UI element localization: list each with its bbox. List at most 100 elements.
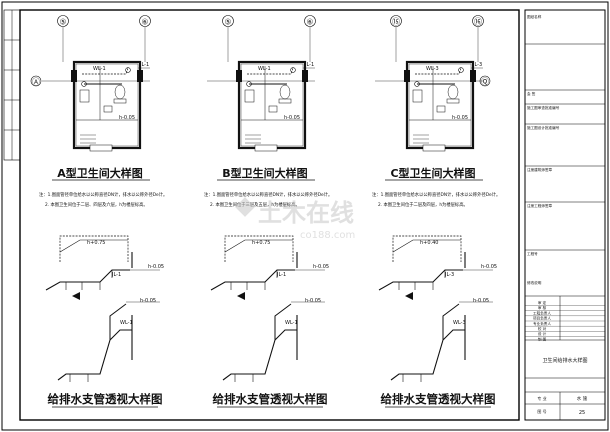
grid-bubble-left [390,15,402,27]
plan-level: h-0.05 [452,115,468,121]
note-line-1: 注：1.图面管径单位给水以公称直径DN计，排水以公称外径De计。 [204,191,332,198]
note-line-1: 注：1.图面管径单位给水以公称直径DN计，排水以公称外径De计。 [372,191,500,198]
drain-pipe-iso-lower [57,329,132,381]
tb-role: 校 对 [538,326,547,331]
riser-jl [290,67,296,73]
grid-label-left: ⑤ [59,18,66,27]
toilet-tank [278,98,292,104]
valve [405,292,413,300]
door-opening [89,144,113,152]
supply-pipe-iso [224,235,294,262]
tb-label-architect-seal: 注册建筑师签章 [527,167,553,172]
column [470,70,476,82]
column [404,70,410,82]
pipe-label-jl: JL-1 [304,62,314,68]
pipe-label-wl: WL-1 [93,66,106,72]
iso-level-mid: h-0.05 [313,264,329,270]
vent-pipe-iso [109,303,127,340]
riser-wl [81,81,87,87]
tb-label-countersign: 会 签 [527,91,536,96]
pipe-label-jl: JL-1 [139,62,149,68]
tb-discipline-label: 专 业 [537,395,546,401]
vent-pipe-iso [442,303,460,340]
tb-discipline: 水 施 [577,395,588,402]
iso-riser-wl: WL-1 [285,320,298,326]
tb-label-design-approval: 施工图设计批准编号 [527,125,560,130]
supply-pipe-iso [59,235,129,262]
iso-riser-wl: WL-3 [453,320,466,326]
tb-role: 制 图 [538,336,547,341]
floor-drain [268,105,278,113]
toilet [114,84,126,100]
vent-pipe-iso [274,303,292,340]
supply-branch-iso [224,239,293,253]
drain-pipe-iso-lower [222,329,297,381]
column [71,70,77,82]
toilet [447,84,459,100]
iso-riser-jl: JL-1 [111,272,121,278]
floor-drain [103,105,113,113]
column [236,70,242,82]
iso-title: 给排水支管透视大样图 [213,392,328,406]
riser-jl [458,67,464,73]
iso-level-upper: h+0.75 [87,240,106,246]
grid-label-row: Ⓠ [481,78,489,87]
tb-label-revision: 修改说明 [527,280,542,285]
washbasin [244,89,255,103]
door-opening [254,144,278,152]
grid-label-row: Ⓐ [32,78,40,87]
plan-level: h-0.05 [119,115,135,121]
iso-riser-wl: WL-1 [120,320,133,326]
note-line-2: 2. 本图卫生间位于三层及五层，h为楼层标高。 [210,201,300,208]
supply-branch-iso [59,239,128,253]
toilet-tank [446,98,460,104]
supply-pipe-iso [392,235,462,262]
tb-role: 审 定 [538,300,547,305]
grid-label-left: ⑮ [392,18,400,27]
riser-wl [246,81,252,87]
tb-label-review-approval: 施工图审查批准编号 [527,105,560,110]
tb-number-label: 图 号 [537,408,546,414]
tb-role: 工程负责人 [533,310,551,315]
room-inner [408,63,472,147]
panel-title: B型卫生间大样图 [222,166,307,180]
pipe-label-wl: WL-1 [258,66,271,72]
pipe-label-jl: JL-3 [472,62,482,68]
tb-label-drawing-name: 图纸名称 [527,14,542,19]
column [302,70,308,82]
grid-bubble-row [30,75,42,87]
floor-drain [436,105,446,113]
iso-level-lower: h-0.05 [305,298,321,304]
inner-frame [19,9,520,421]
riser-wl [414,81,420,87]
grid-bubble-right [304,15,316,27]
tb-role: 专业负责人 [533,321,551,326]
door-opening [422,144,446,152]
washbasin [79,89,90,103]
tb-drawing-name: 卫生间给排水大样图 [542,357,587,364]
iso-title: 给排水支管透视大样图 [48,392,163,406]
note-line-2: 2. 本图卫生间位于二层及四层，h为楼层标高。 [378,201,468,208]
iso-riser-jl: JL-3 [444,272,454,278]
washbasin [412,89,423,103]
watermark-text: 土木在线 [258,199,354,227]
tb-role: 项目负责人 [533,316,551,321]
toilet [279,84,291,100]
note-line-1: 注：1.图面管径单位给水以公称直径DN计，排水以公称外径De计。 [39,191,167,198]
pipe-label-wl: WL-3 [426,66,439,72]
iso-level-mid: h-0.05 [148,264,164,270]
grid-bubble-left [57,15,69,27]
watermark-sub: co188.com [300,230,355,241]
tb-number: 25 [579,410,585,416]
valve [237,292,245,300]
iso-level-lower: h-0.05 [473,298,489,304]
binding-strip [3,9,21,161]
column [137,70,143,82]
